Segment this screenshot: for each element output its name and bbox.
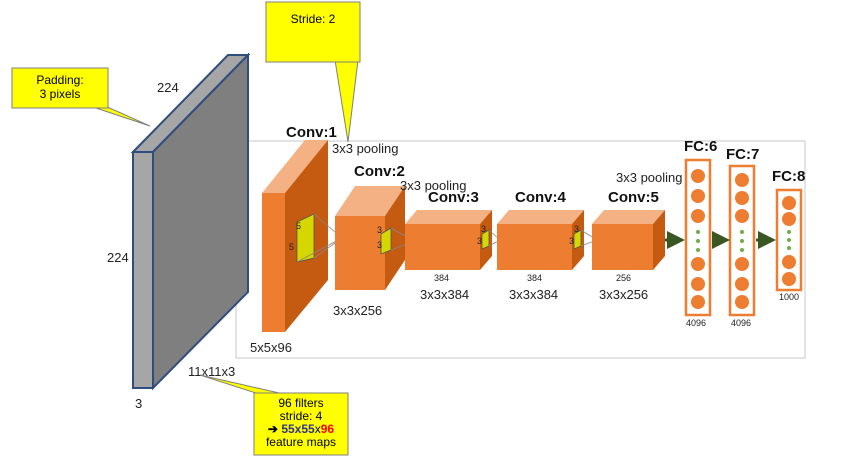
fc6-neuron (691, 295, 705, 309)
fc6-neuron (691, 277, 705, 291)
fc8-neuron (782, 272, 796, 286)
conv2-block (335, 186, 415, 290)
filters-callout-line4: feature maps (265, 435, 337, 449)
stride-callout-pointer (334, 59, 359, 143)
conv1-k2: 5 (289, 242, 294, 252)
padding-callout-pointer (89, 105, 151, 127)
fc8-neuron (782, 212, 796, 226)
fc7-neuron (735, 295, 749, 309)
fc7-neuron (735, 277, 749, 291)
conv2-k2: 3 (377, 240, 382, 250)
conv1-pool: 3x3 pooling (332, 141, 399, 156)
fc7-neuron (735, 191, 749, 205)
filter-size-label: 11x11x3 (188, 364, 235, 379)
stride-callout: Stride: 2 (266, 12, 360, 26)
times-sign: x (314, 422, 321, 436)
conv5-title: Conv:5 (608, 189, 659, 206)
conv5-block (592, 210, 665, 270)
conv5-dims: 3x3x256 (599, 287, 648, 302)
input-volume (130, 52, 251, 391)
fc6-title: FC:6 (684, 138, 717, 155)
padding-callout-line1: Padding: (36, 73, 84, 87)
filters-callout-box (253, 392, 349, 456)
fc7-column (728, 164, 756, 317)
fc6-neuron (691, 189, 705, 203)
conv5-top (592, 210, 665, 224)
conv1-dims: 5x5x96 (250, 340, 292, 355)
conv2-pool: 3x3 pooling (400, 178, 467, 193)
conv5-size: 256 (616, 273, 631, 283)
conv2-k1: 3 (377, 225, 382, 235)
conv2-side (385, 186, 405, 290)
fc8-size: 1000 (779, 292, 799, 302)
conv4-block (497, 210, 598, 270)
conv3-title: Conv:3 (428, 189, 479, 206)
fc7-neuron (735, 209, 749, 223)
conv3-k1: 3 (481, 224, 486, 234)
conv5-pool: 3x3 pooling (616, 170, 683, 185)
conv3-dims: 3x3x384 (420, 287, 469, 302)
fc6-column (684, 158, 712, 317)
filters-callout-line2: stride: 4 (279, 409, 323, 423)
fc7-neuron (735, 173, 749, 187)
conv4-title: Conv:4 (515, 189, 566, 206)
conv2-top (335, 186, 405, 216)
conv1-top (262, 140, 328, 193)
padding-callout-line2: 3 pixels (39, 87, 81, 101)
conv2-dims: 3x3x256 (333, 303, 382, 318)
fc8-neuron (782, 255, 796, 269)
conv3-front (405, 224, 480, 270)
filters-callout-pointer (199, 374, 289, 396)
padding-callout-box (11, 67, 109, 109)
conv3-block (405, 210, 501, 270)
conv1-title: Conv:1 (286, 124, 337, 141)
filters-callout-line1: 96 filters (278, 396, 324, 410)
conv4-k1: 3 (574, 224, 579, 234)
input-side-face (132, 151, 154, 389)
stride-callout-text: Stride: 2 (290, 12, 336, 26)
fc7-title: FC:7 (726, 146, 759, 163)
stride-callout-box (265, 1, 361, 63)
fc8-neuron (782, 196, 796, 210)
arrow-icon: ➔ (267, 422, 278, 436)
conv4-size: 384 (527, 273, 542, 283)
padding-callout: Padding: 3 pixels (12, 73, 108, 101)
fc7-neuron (735, 257, 749, 271)
fc6-neuron (691, 209, 705, 223)
conv1-k1: 5 (296, 221, 301, 231)
conv2-front (335, 216, 385, 290)
feature-map-count: 96 (320, 422, 335, 436)
filters-callout-line3: ➔ 55x55x96 (254, 423, 348, 436)
input-width-label: 224 (157, 80, 179, 95)
fc7-size: 4096 (731, 318, 751, 328)
input-height-label: 224 (107, 250, 129, 265)
fc6-neuron (691, 257, 705, 271)
fc8-title: FC:8 (772, 168, 805, 185)
conv4-front (497, 224, 572, 270)
fc8-column (775, 188, 803, 292)
conv3-k2: 3 (477, 236, 482, 246)
conv3-size: 384 (434, 273, 449, 283)
conv4-dims: 3x3x384 (509, 287, 558, 302)
input-depth-label: 3 (135, 396, 142, 411)
fc6-neuron (691, 169, 705, 183)
conv4-top (497, 210, 584, 224)
conv1-front (262, 193, 285, 332)
conv4-k2: 3 (569, 236, 574, 246)
input-front-face (152, 52, 249, 391)
conv3-top (405, 210, 492, 224)
conv5-front (592, 224, 653, 270)
conv5-side (653, 210, 665, 270)
fc6-size: 4096 (686, 318, 706, 328)
conv2-title: Conv:2 (354, 163, 405, 180)
filters-callout: 96 filters stride: 4 ➔ 55x55x96 feature … (254, 397, 348, 449)
feature-map-size: 55x55 (281, 422, 315, 436)
